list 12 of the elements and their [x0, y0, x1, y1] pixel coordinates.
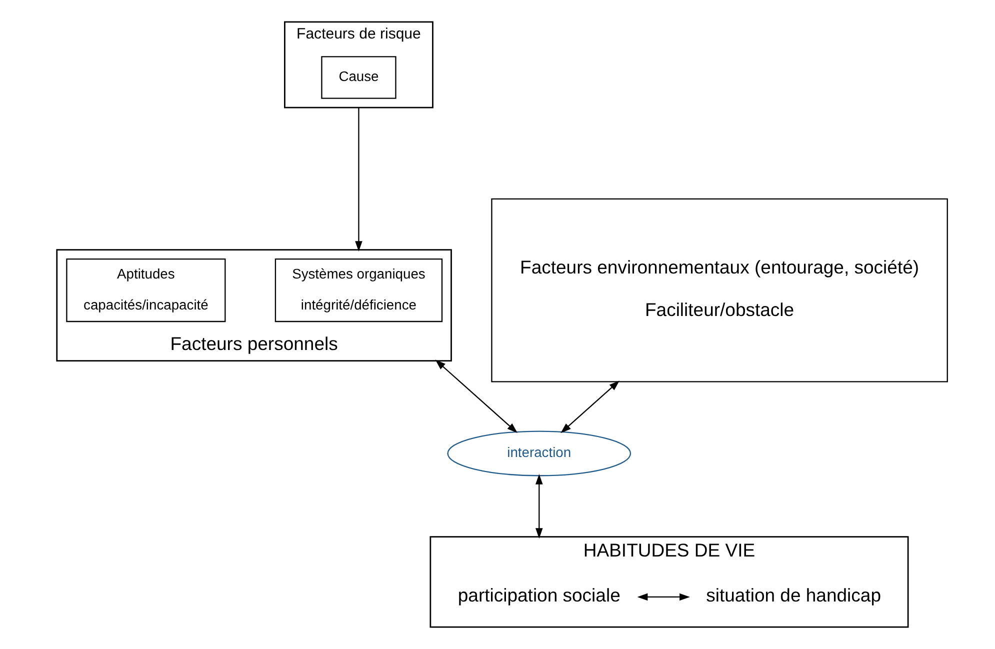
node-ellipse: interaction — [447, 430, 632, 476]
arrow — [637, 593, 690, 601]
node-box: Cause — [321, 56, 396, 99]
arrow — [560, 380, 620, 434]
node-box: Facteurs environnementaux (entourage, société) Faciliteur/obstacle — [491, 198, 948, 382]
arrow — [435, 360, 518, 434]
node-box: Systèmes organiques intégrité/déficience — [274, 258, 443, 322]
node-text: participation sociale — [458, 584, 620, 606]
arrow — [355, 108, 362, 252]
node-box: Aptitudes capacités/incapacité — [66, 258, 226, 322]
node-text: situation de handicap — [706, 584, 881, 606]
arrow — [535, 474, 543, 539]
